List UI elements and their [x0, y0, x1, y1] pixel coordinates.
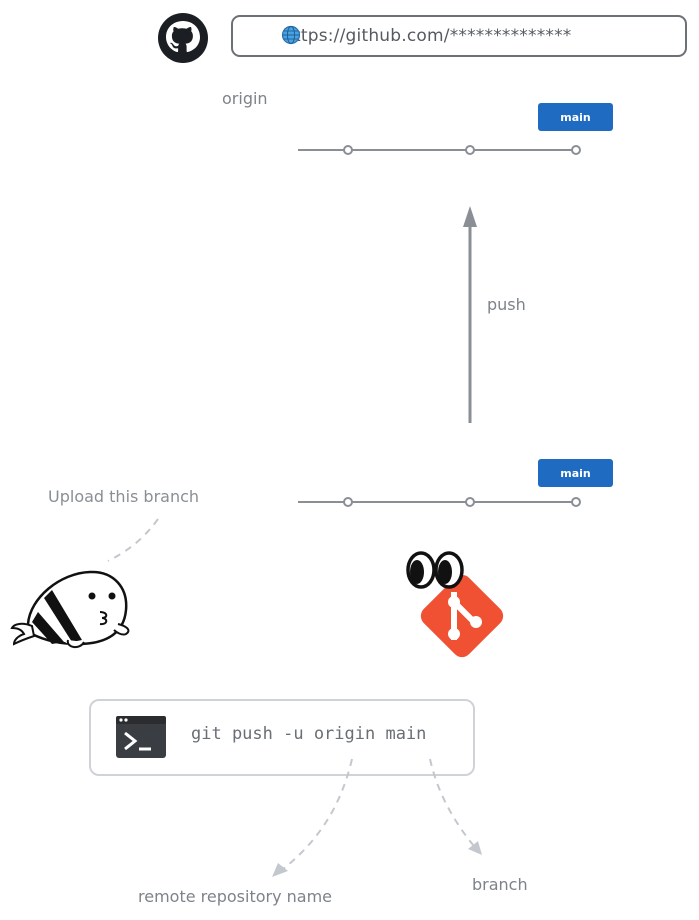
local-commit-2 [465, 497, 475, 507]
remote-commit-2 [465, 145, 475, 155]
remote-commit-line [298, 145, 581, 155]
command-pointers [272, 758, 482, 877]
remote-commit-3 [571, 145, 581, 155]
seal-mascot [10, 570, 130, 648]
terminal-icon [116, 716, 166, 758]
upload-note: Upload this branch [48, 487, 200, 506]
remote-branch-badge: main [538, 103, 613, 131]
github-icon [158, 13, 208, 63]
url-bar: https://github.com/************** [231, 15, 687, 57]
local-commit-line [298, 497, 581, 507]
local-commit-3 [571, 497, 581, 507]
command-box [89, 699, 475, 776]
push-label: push [487, 295, 526, 314]
remote-commit-1 [343, 145, 353, 155]
branch-label: branch [472, 875, 528, 894]
local-commit-1 [343, 497, 353, 507]
globe-icon [281, 25, 301, 45]
local-branch-badge: main [538, 459, 613, 487]
push-arrow [463, 206, 477, 423]
url-text: https://github.com/************** [283, 26, 572, 46]
remote-repository-name-label: remote repository name [138, 887, 333, 906]
git-logo-icon [406, 551, 504, 658]
command-text: git push -u origin main [191, 724, 427, 744]
origin-label: origin [222, 89, 268, 108]
upload-note-connector [107, 518, 159, 562]
